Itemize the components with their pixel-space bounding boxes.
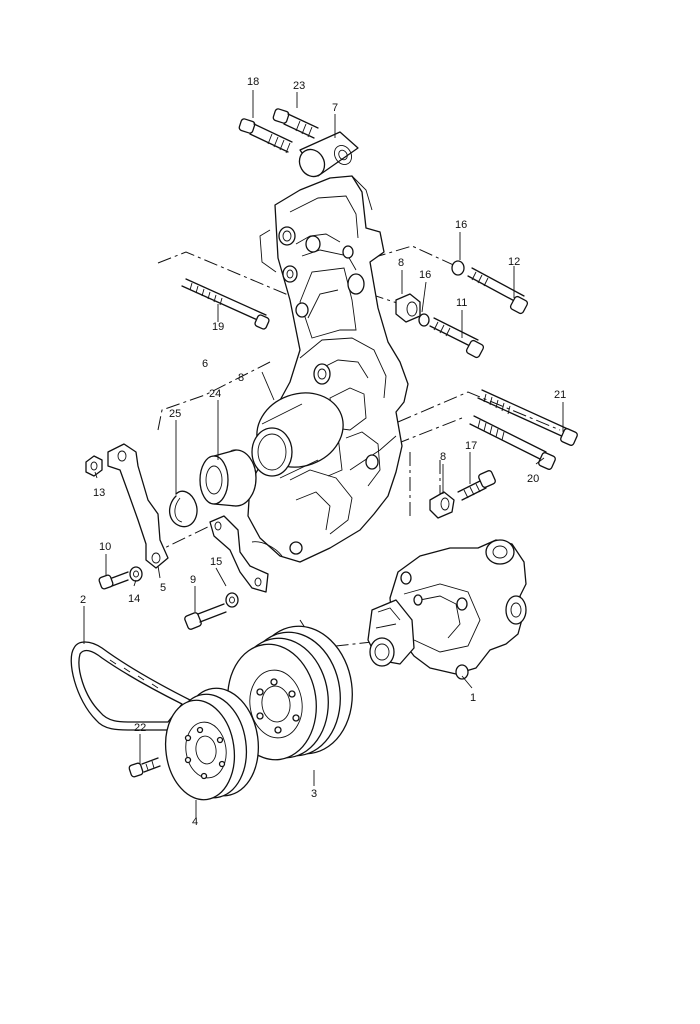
- callout-15: 15: [210, 556, 222, 568]
- stud-20[interactable]: [469, 415, 556, 470]
- stud-21[interactable]: [477, 389, 578, 446]
- callout-23: 23: [293, 80, 305, 92]
- callout-25: 25: [169, 408, 181, 420]
- pulley-4[interactable]: [159, 683, 265, 804]
- bolt-9[interactable]: [184, 592, 239, 630]
- callout-6: 6: [202, 358, 208, 370]
- callout-4: 4: [192, 816, 198, 828]
- bolt-10[interactable]: [98, 571, 129, 590]
- spacer-8-lower[interactable]: [429, 491, 455, 519]
- callout-2: 2: [80, 594, 86, 606]
- callout-7: 7: [332, 102, 338, 114]
- power-steering-pump-1[interactable]: [367, 539, 527, 680]
- callout-5: 5: [160, 582, 166, 594]
- callout-14: 14: [128, 593, 140, 605]
- adjusting-bracket-5[interactable]: [107, 443, 169, 569]
- mounting-bracket[interactable]: [246, 175, 409, 563]
- callout-8: 8: [238, 372, 244, 384]
- bushing-7[interactable]: [295, 131, 359, 181]
- callout-11: 11: [456, 297, 467, 309]
- callout-12: 12: [508, 256, 520, 268]
- bolt-11[interactable]: [418, 313, 485, 359]
- callout-1: 1: [470, 692, 476, 704]
- callout-24: 24: [209, 388, 221, 400]
- callout-3: 3: [311, 788, 317, 800]
- callout-20: 20: [527, 473, 539, 485]
- leader-lines: [83, 90, 564, 818]
- callout-22: 22: [134, 722, 146, 734]
- bolt-23[interactable]: [272, 108, 319, 139]
- callout-10: 10: [99, 541, 111, 553]
- bolt-12[interactable]: [451, 260, 529, 315]
- callout-13: 13: [93, 487, 105, 499]
- bolt-22[interactable]: [128, 757, 161, 778]
- washer-14[interactable]: [129, 566, 143, 582]
- clip-15[interactable]: [209, 515, 283, 593]
- bolt-18[interactable]: [238, 118, 293, 154]
- circlip-25[interactable]: [169, 490, 198, 528]
- callout-16: 16: [455, 219, 467, 231]
- callout-19: 19: [212, 321, 224, 333]
- callout-8: 8: [398, 257, 404, 269]
- bolt-17[interactable]: [457, 470, 496, 501]
- stud-19[interactable]: [181, 278, 270, 330]
- bearing-24[interactable]: [199, 449, 257, 507]
- pump-pulley-3[interactable]: [220, 620, 360, 766]
- callout-labels: 18 23 7 16 8 12 16 11 19 6 8 24 25 21 17…: [80, 76, 566, 828]
- callout-9: 9: [190, 574, 196, 586]
- callout-16: 16: [419, 269, 431, 281]
- spacer-8-upper[interactable]: [395, 293, 421, 323]
- callout-18: 18: [247, 76, 259, 88]
- nut-13[interactable]: [85, 455, 103, 477]
- callout-8: 8: [440, 451, 446, 463]
- callout-21: 21: [554, 389, 566, 401]
- callout-17: 17: [465, 440, 477, 452]
